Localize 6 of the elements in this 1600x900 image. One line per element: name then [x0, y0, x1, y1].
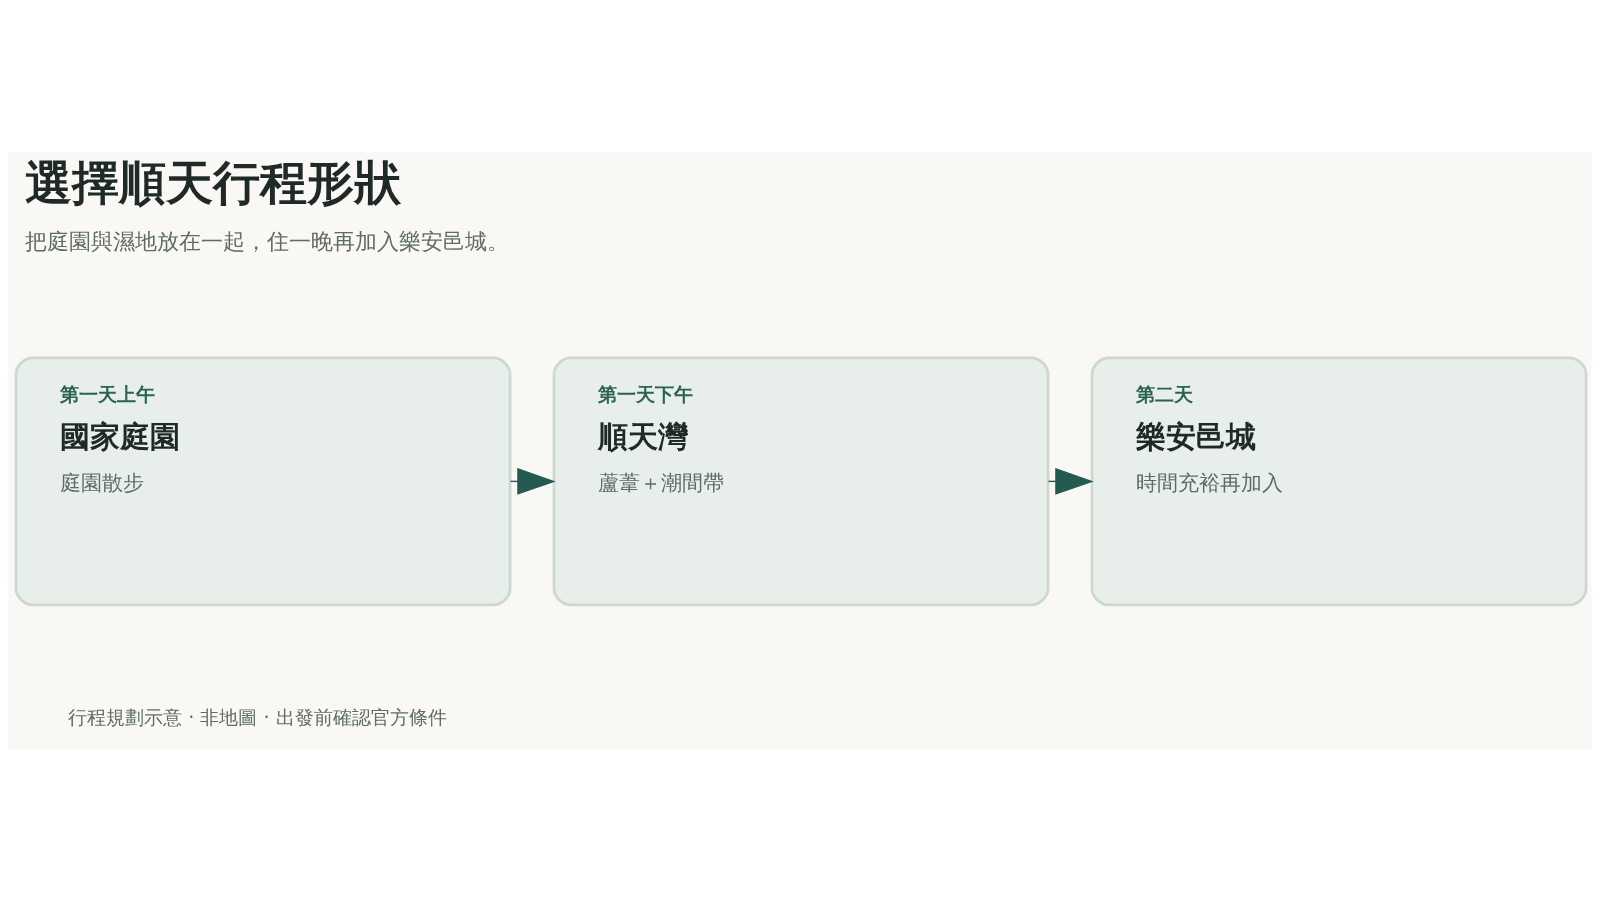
label: 行程規劃示意 · 非地圖 · 出發前確認官方條件 [68, 705, 447, 729]
label: 把庭園與濕地放在一起，住一晚再加入樂安邑城。 [24, 228, 509, 254]
node-box: 第二天 樂安邑城 時間充裕再加入 [1090, 356, 1588, 606]
node-box: 第一天下午 順天灣 蘆葦＋潮間帶 [552, 356, 1050, 606]
node-box: 第一天上午 國家庭園 庭園散步 [14, 356, 512, 606]
diagram-title: 選擇順天行程形狀 [24, 155, 401, 210]
